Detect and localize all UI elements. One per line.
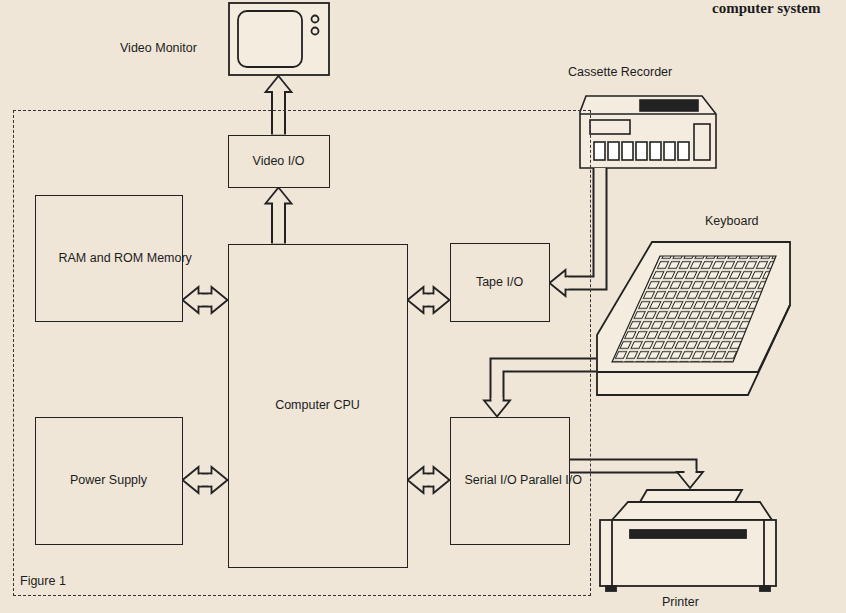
cassette-drawing	[580, 96, 716, 168]
node-label: Figure 1	[20, 573, 66, 589]
hollow-arrow	[570, 466, 704, 488]
keyboard-node: Keyboard	[590, 205, 800, 397]
hollow-arrow	[183, 287, 228, 313]
hollow-arrow	[266, 76, 292, 135]
hollow-arrow	[484, 365, 596, 417]
cpu-box: Computer CPU	[228, 244, 408, 568]
node-label: Computer CPU	[275, 397, 360, 413]
io-box: Video I/O	[228, 135, 330, 188]
hollow-arrow	[550, 168, 601, 296]
node-label: Printer	[662, 594, 699, 610]
hollow-arrow	[183, 467, 228, 493]
hollow-arrow	[408, 287, 450, 313]
cassette-node: Cassette Recorder	[565, 60, 725, 168]
monitor-node: Video Monitor	[110, 0, 332, 76]
power-box: Power Supply	[35, 417, 183, 545]
node-label: Video Monitor	[120, 40, 197, 56]
system-boundary: Figure 1 Video I/O RAM and ROM MemoryCompu…	[13, 110, 591, 596]
io-box: Tape I/O	[450, 243, 550, 322]
hollow-arrow	[408, 467, 450, 493]
node-label: Video I/O	[253, 153, 305, 169]
node-label: Tape I/O	[476, 274, 523, 290]
monitor-drawing	[229, 3, 329, 75]
printer-drawing	[600, 490, 776, 591]
keyboard-drawing	[597, 242, 790, 395]
heading-fragment: computer system	[712, 0, 820, 17]
node-label: Cassette Recorder	[568, 64, 672, 80]
node-label: RAM and ROM Memory	[59, 250, 159, 266]
node-label: Keyboard	[705, 213, 759, 229]
node-label: Serial I/O Parallel I/O	[465, 472, 555, 488]
node-label: Power Supply	[70, 472, 147, 488]
io-box: Serial I/O Parallel I/O	[450, 417, 570, 545]
printer-node: Printer	[590, 488, 790, 610]
hollow-arrow	[266, 188, 292, 244]
memory-box: RAM and ROM Memory	[35, 195, 183, 322]
